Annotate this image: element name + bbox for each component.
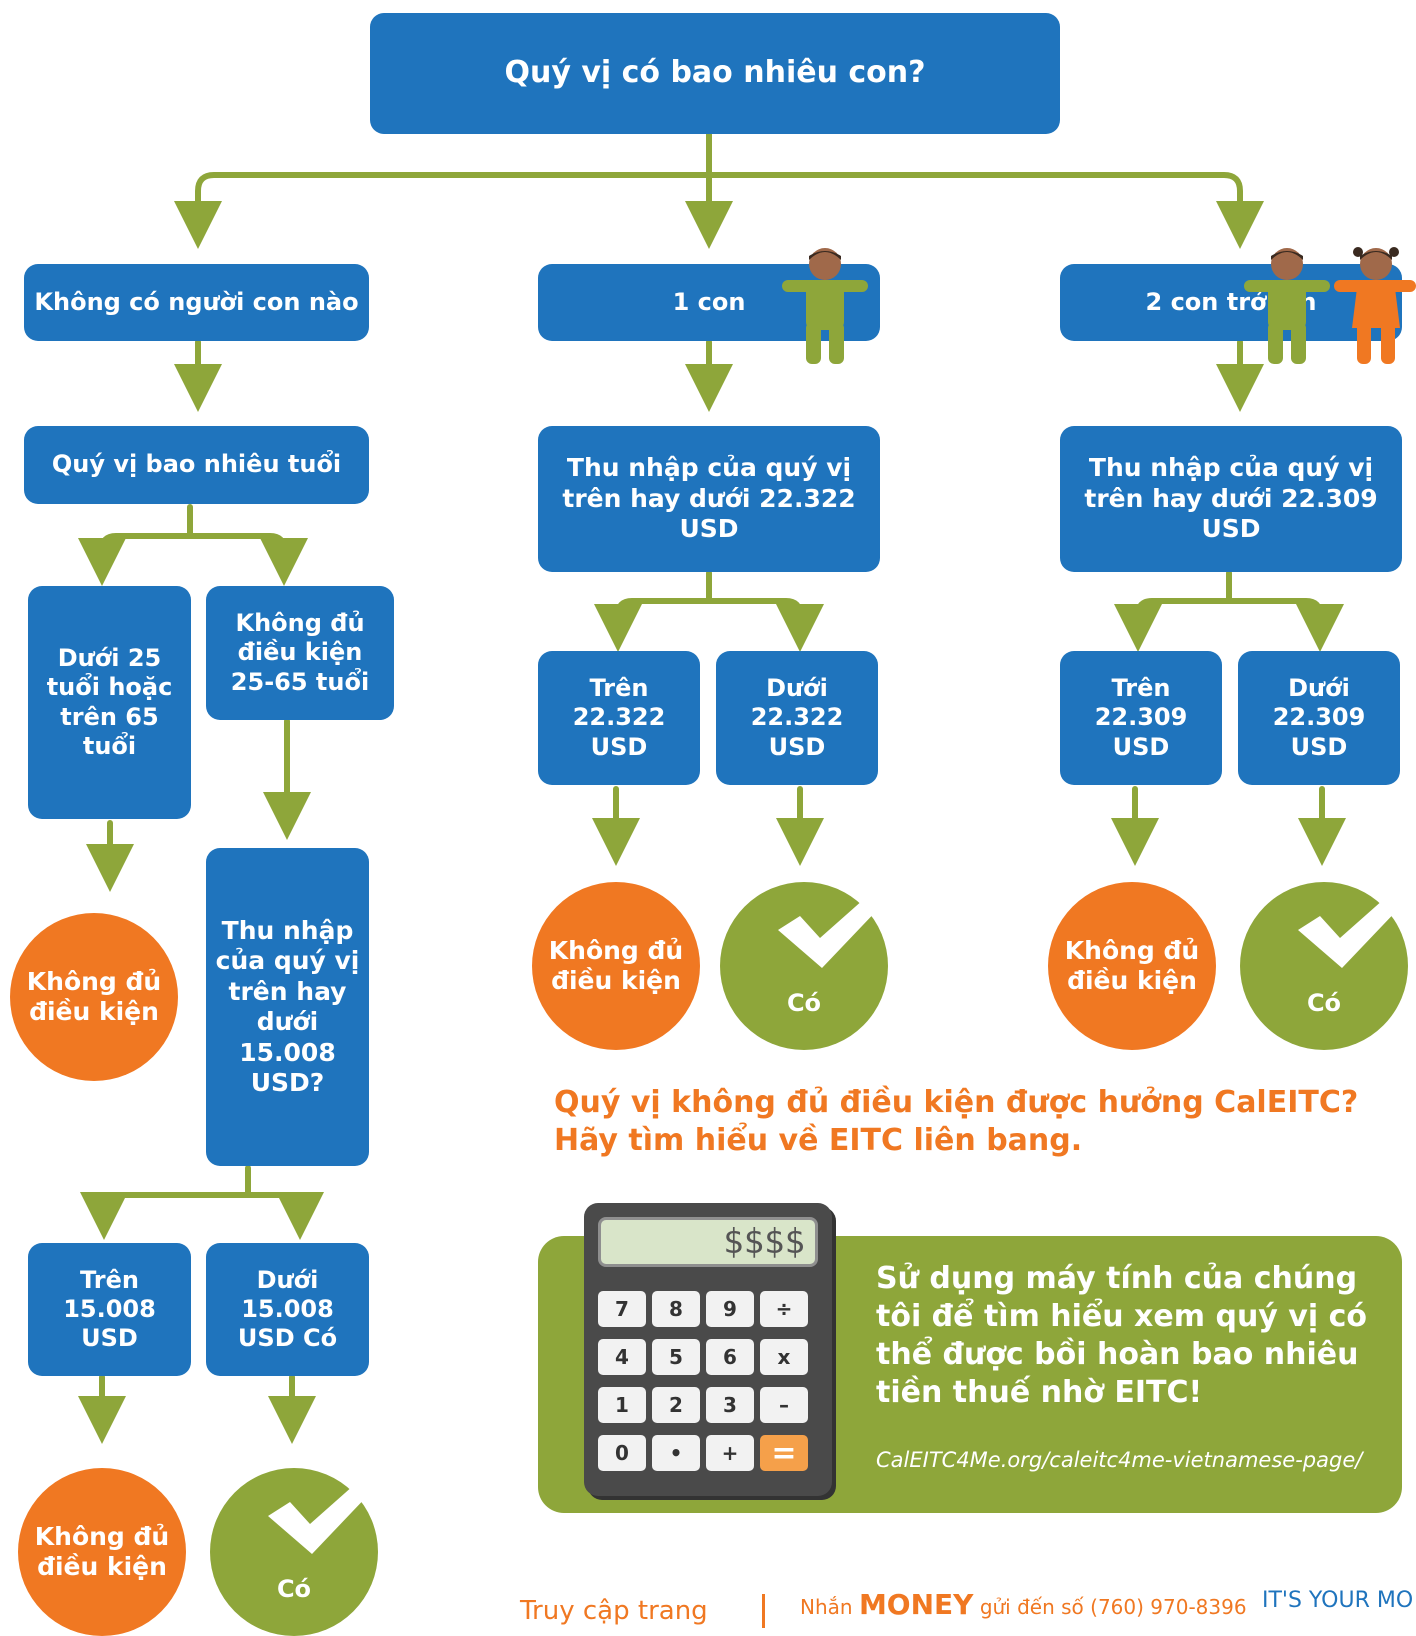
not-eligible-circle-22309: Không đủ điều kiện: [1048, 882, 1216, 1050]
child-orange-icon: [1334, 247, 1416, 364]
age-question-box: Quý vị bao nhiêu tuổi: [24, 426, 369, 504]
income-question-22322-box: Thu nhập của quý vị trên hay dưới 22.322…: [538, 426, 880, 572]
footer-text-keyword: MONEY: [858, 1588, 974, 1621]
above-15008-text: Trên 15.008 USD: [63, 1265, 156, 1353]
not-eligible-text: Không đủ điều kiện: [26, 966, 162, 1027]
footer-slogan: IT'S YOUR MO: [1262, 1588, 1414, 1613]
calc-key: 0: [598, 1435, 646, 1471]
yes-circle-15008: Có: [210, 1462, 392, 1636]
calc-key: 5: [652, 1339, 700, 1375]
below-22309-text: Dưới 22.309 USD: [1272, 674, 1366, 761]
calc-key: 8: [652, 1291, 700, 1327]
income-question-15008-box: Thu nhập của quý vị trên hay dưới 15.008…: [206, 848, 369, 1166]
calc-key: –: [760, 1387, 808, 1423]
footer-text-suffix: gửi đến số (760) 970-8396: [979, 1595, 1247, 1619]
below-22322-text: Dưới 22.322 USD: [750, 674, 844, 761]
age-25-65-text: Không đủ điều kiện 25-65 tuổi: [230, 609, 370, 696]
above-22309-box: Trên 22.309 USD: [1060, 651, 1222, 785]
yes-text: Có: [786, 988, 822, 1017]
income-question-15008-text: Thu nhập của quý vị trên hay dưới 15.008…: [215, 915, 360, 1098]
below-15008-box: Dưới 15.008 USD Có: [206, 1243, 369, 1376]
under-25-over-65-text: Dưới 25 tuổi hoặc trên 65 tuổi: [46, 643, 173, 760]
above-22322-text: Trên 22.322 USD: [572, 674, 666, 761]
not-eligible-circle-15008: Không đủ điều kiện: [18, 1468, 186, 1636]
calc-key: 4: [598, 1339, 646, 1375]
footer-text-prefix: Nhắn: [800, 1595, 853, 1619]
yes-circle-22322: Có: [720, 876, 902, 1050]
calc-key: 3: [706, 1387, 754, 1423]
not-eligible-text: Không đủ điều kiện: [548, 935, 684, 996]
calc-key: +: [706, 1435, 754, 1471]
calc-key-equals: =: [760, 1435, 808, 1471]
calc-key: ÷: [760, 1291, 808, 1327]
income-question-22309-text: Thu nhập của quý vị trên hay dưới 22.309…: [1084, 453, 1378, 544]
income-question-22309-box: Thu nhập của quý vị trên hay dưới 22.309…: [1060, 426, 1402, 572]
federal-eitc-note: Quý vị không đủ điều kiện được hưởng Cal…: [554, 1085, 1359, 1158]
yes-text: Có: [1306, 988, 1342, 1017]
under-25-over-65-box: Dưới 25 tuổi hoặc trên 65 tuổi: [28, 586, 191, 819]
below-22309-box: Dưới 22.309 USD: [1238, 651, 1400, 785]
yes-circle-22309: Có: [1240, 876, 1416, 1050]
calculator-display: $$$$: [598, 1217, 818, 1267]
footer-divider: [762, 1594, 765, 1628]
calc-key: 1: [598, 1387, 646, 1423]
not-eligible-text: Không đủ điều kiện: [1064, 935, 1200, 996]
footer-text-message: Nhắn MONEY gửi đến số (760) 970-8396: [800, 1588, 1247, 1621]
calc-key: 6: [706, 1339, 754, 1375]
not-eligible-circle-age: Không đủ điều kiện: [10, 913, 178, 1081]
question-box: Quý vị có bao nhiêu con?: [370, 13, 1060, 134]
calc-key: 9: [706, 1291, 754, 1327]
calc-key: 7: [598, 1291, 646, 1327]
checkmark-icon: [778, 876, 902, 968]
calculator-illustration: $$$$ 7 8 9 ÷ 4 5 6 x 1 2 3 – 0 • + =: [584, 1203, 832, 1496]
above-22322-box: Trên 22.322 USD: [538, 651, 700, 785]
calc-key: •: [652, 1435, 700, 1471]
age-25-65-box: Không đủ điều kiện 25-65 tuổi: [206, 586, 394, 720]
calc-key: 2: [652, 1387, 700, 1423]
calc-key: x: [760, 1339, 808, 1375]
not-eligible-text: Không đủ điều kiện: [34, 1521, 170, 1582]
above-15008-box: Trên 15.008 USD: [28, 1243, 191, 1376]
question-text: Quý vị có bao nhiêu con?: [504, 55, 926, 91]
calculator-link[interactable]: CalEITC4Me.org/caleitc4me-vietnamese-pag…: [876, 1448, 1363, 1472]
calculator-promo-text: Sử dụng máy tính của chúng tôi để tìm hi…: [876, 1261, 1367, 1411]
below-22322-box: Dưới 22.322 USD: [716, 651, 878, 785]
no-children-label: Không có người con nào: [34, 287, 359, 316]
child-green-icon: [782, 248, 868, 364]
above-22309-text: Trên 22.309 USD: [1094, 674, 1188, 761]
no-children-box: Không có người con nào: [24, 264, 369, 341]
not-eligible-circle-22322: Không đủ điều kiện: [532, 882, 700, 1050]
checkmark-icon: [268, 1462, 392, 1554]
footer-visit-text: Truy cập trang: [520, 1596, 708, 1626]
age-question-text: Quý vị bao nhiêu tuổi: [51, 450, 342, 479]
one-child-label: 1 con: [672, 287, 746, 316]
income-question-22322-text: Thu nhập của quý vị trên hay dưới 22.322…: [562, 453, 856, 544]
yes-text: Có: [276, 1574, 312, 1603]
child-green-icon-2: [1244, 248, 1330, 364]
checkmark-icon: [1298, 876, 1416, 968]
below-15008-text: Dưới 15.008 USD Có: [237, 1265, 338, 1353]
